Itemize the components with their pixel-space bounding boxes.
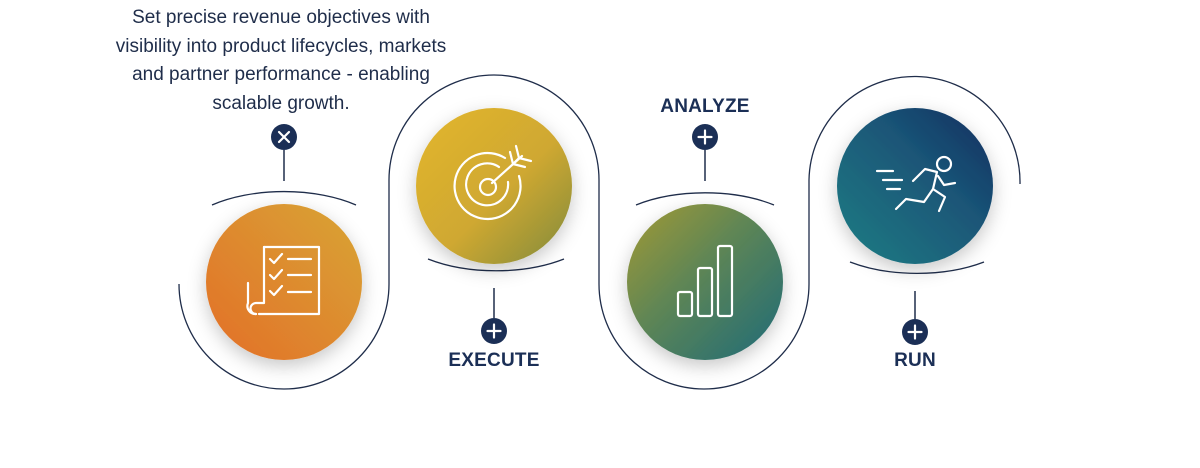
step-circle-run[interactable] [837, 108, 993, 264]
label-execute[interactable]: EXECUTE [448, 350, 540, 371]
label-analyze[interactable]: ANALYZE [660, 96, 750, 117]
bar-chart-icon [676, 244, 734, 318]
toggle-plus-analyze[interactable] [692, 124, 718, 150]
plus-icon [697, 129, 713, 145]
plus-icon [486, 323, 502, 339]
step-circle-analyze[interactable] [627, 204, 783, 360]
connector-path [178, 74, 1021, 390]
toggle-close-plan[interactable] [271, 124, 297, 150]
plus-icon [907, 324, 923, 340]
step-circle-execute[interactable] [416, 108, 572, 264]
toggle-plus-run[interactable] [902, 319, 928, 345]
close-icon [277, 130, 291, 144]
stems [283, 150, 916, 319]
label-run[interactable]: RUN [894, 350, 936, 371]
target-icon [453, 144, 533, 221]
inner-arcs [211, 190, 985, 274]
checklist-icon [246, 245, 321, 316]
step-description: Set precise revenue objectives with visi… [115, 7, 447, 114]
running-person-icon [875, 155, 957, 213]
toggle-plus-execute[interactable] [481, 318, 507, 344]
step-circle-plan[interactable] [206, 204, 362, 360]
